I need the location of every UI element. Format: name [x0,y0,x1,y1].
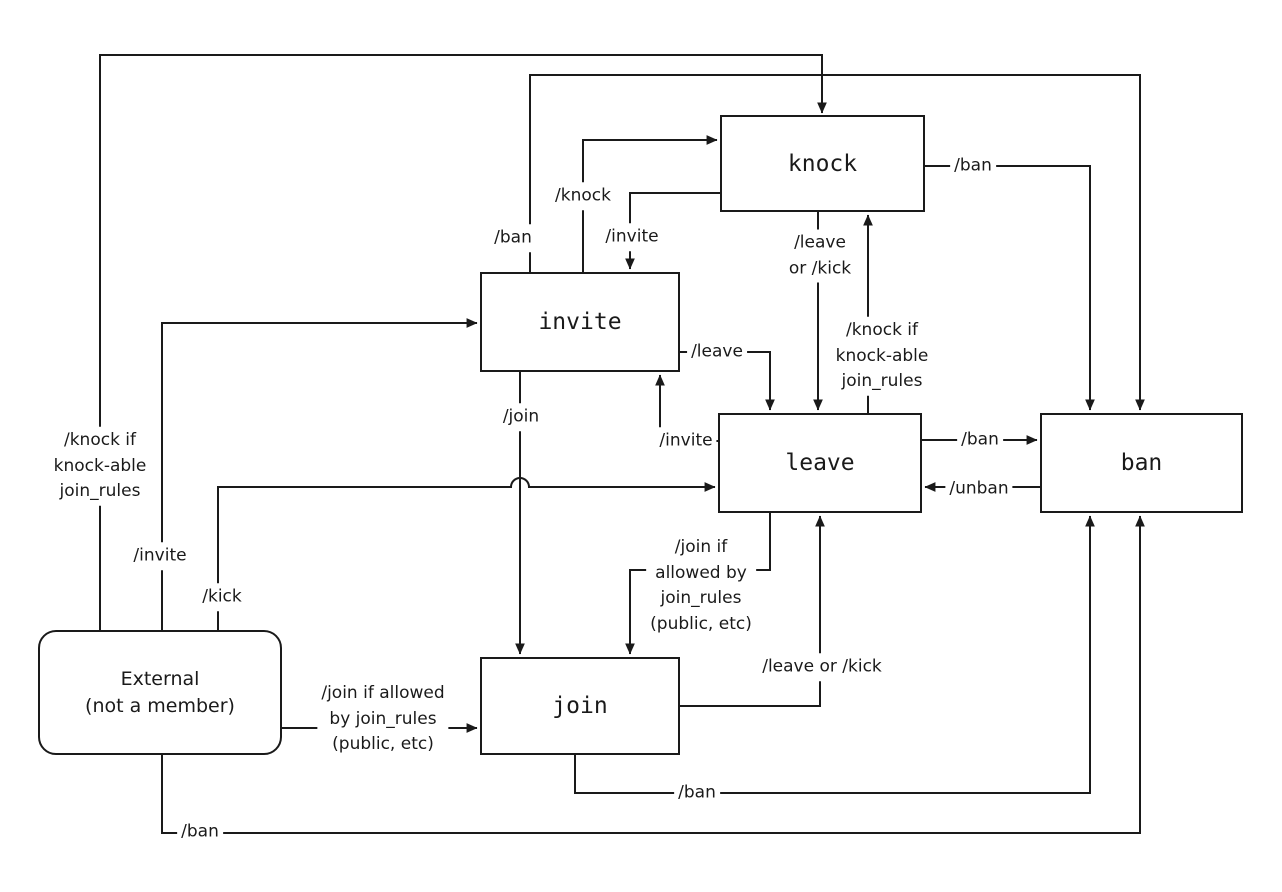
edge-label-external-to-leave: /kick [198,583,246,611]
edge-label-external-to-invite: /invite [129,542,191,570]
state-node-label: ban [1120,450,1163,476]
state-node-ban: ban [1040,413,1243,513]
state-node-external: External (not a member) [38,630,282,755]
edge-label-invite-to-join: /join [498,403,544,431]
edge-label-invite-to-ban: /ban [490,224,536,252]
edge-join-to-ban-line [574,515,1095,794]
edge-label-knock-to-leave: /leave or /kick [784,229,856,283]
edge-external-to-invite-line [161,318,478,630]
state-node-leave: leave [718,413,922,513]
edge-join-to-leave-line [680,515,825,707]
edge-external-to-leave-line [217,477,716,630]
state-node-label: join [552,693,608,719]
edge-label-external-to-knock: /knock if knock-able join_rules [49,426,151,506]
state-node-invite: invite [480,272,680,372]
edge-label-join-to-leave: /leave or /kick [758,653,886,681]
state-node-label: invite [538,309,622,335]
edge-label-ban-to-leave: /unban [945,475,1013,503]
state-node-knock: knock [720,115,925,212]
state-node-label: leave [785,450,855,476]
state-node-label: knock [787,150,858,177]
edge-label-external-to-ban: /ban [177,818,223,846]
edge-label-leave-to-knock: /knock if knock-able join_rules [831,316,933,396]
edge-label-join-to-ban: /ban [674,779,720,807]
edge-external-to-ban-line [161,515,1145,834]
edge-invite-to-ban-line [529,74,1145,411]
edge-label-external-to-join: /join if allowed by join_rules (public, … [317,679,449,759]
edge-label-invite-to-knock: /knock [551,182,615,210]
state-node-join: join [480,657,680,755]
edge-label-leave-to-join: /join if allowed by join_rules (public, … [646,534,756,638]
edge-label-leave-to-invite: /invite [655,427,717,455]
edge-label-knock-to-ban: /ban [950,152,996,180]
edge-invite-to-knock-line [582,135,718,272]
edge-knock-to-ban-line [925,165,1095,411]
edge-label-invite-to-leave: /leave [687,338,747,366]
edge-external-to-knock-line [99,54,827,630]
state-node-label: External (not a member) [85,667,235,717]
edge-label-knock-to-invite: /invite [601,223,663,251]
edge-label-leave-to-ban: /ban [957,426,1003,454]
